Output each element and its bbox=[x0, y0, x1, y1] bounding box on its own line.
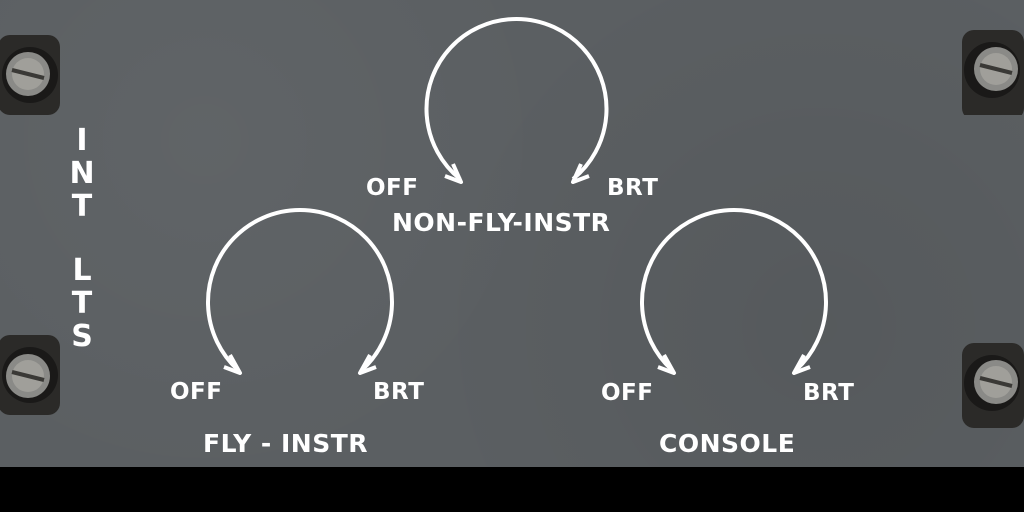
panel-title-lts: LTS bbox=[67, 254, 97, 353]
title-text-int: INT bbox=[69, 123, 95, 224]
console-off-label: OFF bbox=[601, 380, 654, 406]
fly-instr-off-label: OFF bbox=[170, 379, 223, 405]
screw-icon bbox=[0, 335, 60, 415]
rotation-arc-icon bbox=[206, 208, 394, 375]
fly-instr-brt-label: BRT bbox=[373, 379, 425, 405]
non-fly-instr-brt-label: BRT bbox=[607, 175, 659, 201]
title-text-lts: LTS bbox=[71, 253, 93, 354]
fly-instr-label: FLY - INSTR bbox=[203, 429, 369, 458]
rotation-arc-icon bbox=[424, 17, 609, 184]
fly-instr-knob[interactable] bbox=[190, 195, 410, 385]
non-fly-instr-knob[interactable] bbox=[405, 14, 625, 194]
console-knob[interactable] bbox=[624, 195, 844, 385]
console-brt-label: BRT bbox=[803, 380, 855, 406]
screw-icon bbox=[962, 343, 1024, 428]
non-fly-instr-label: NON-FLY-INSTR bbox=[392, 208, 611, 237]
screw-icon bbox=[0, 35, 60, 115]
non-fly-instr-off-label: OFF bbox=[366, 175, 419, 201]
panel-title-int: INT bbox=[67, 124, 97, 223]
console-label: CONSOLE bbox=[659, 429, 796, 458]
rotation-arc-icon bbox=[640, 208, 828, 375]
bottom-bar bbox=[0, 467, 1024, 512]
screw-icon bbox=[962, 30, 1024, 115]
int-lts-panel: INT LTS OFF BRT NON-FLY-INSTR OFF BRT FL… bbox=[0, 0, 1024, 467]
